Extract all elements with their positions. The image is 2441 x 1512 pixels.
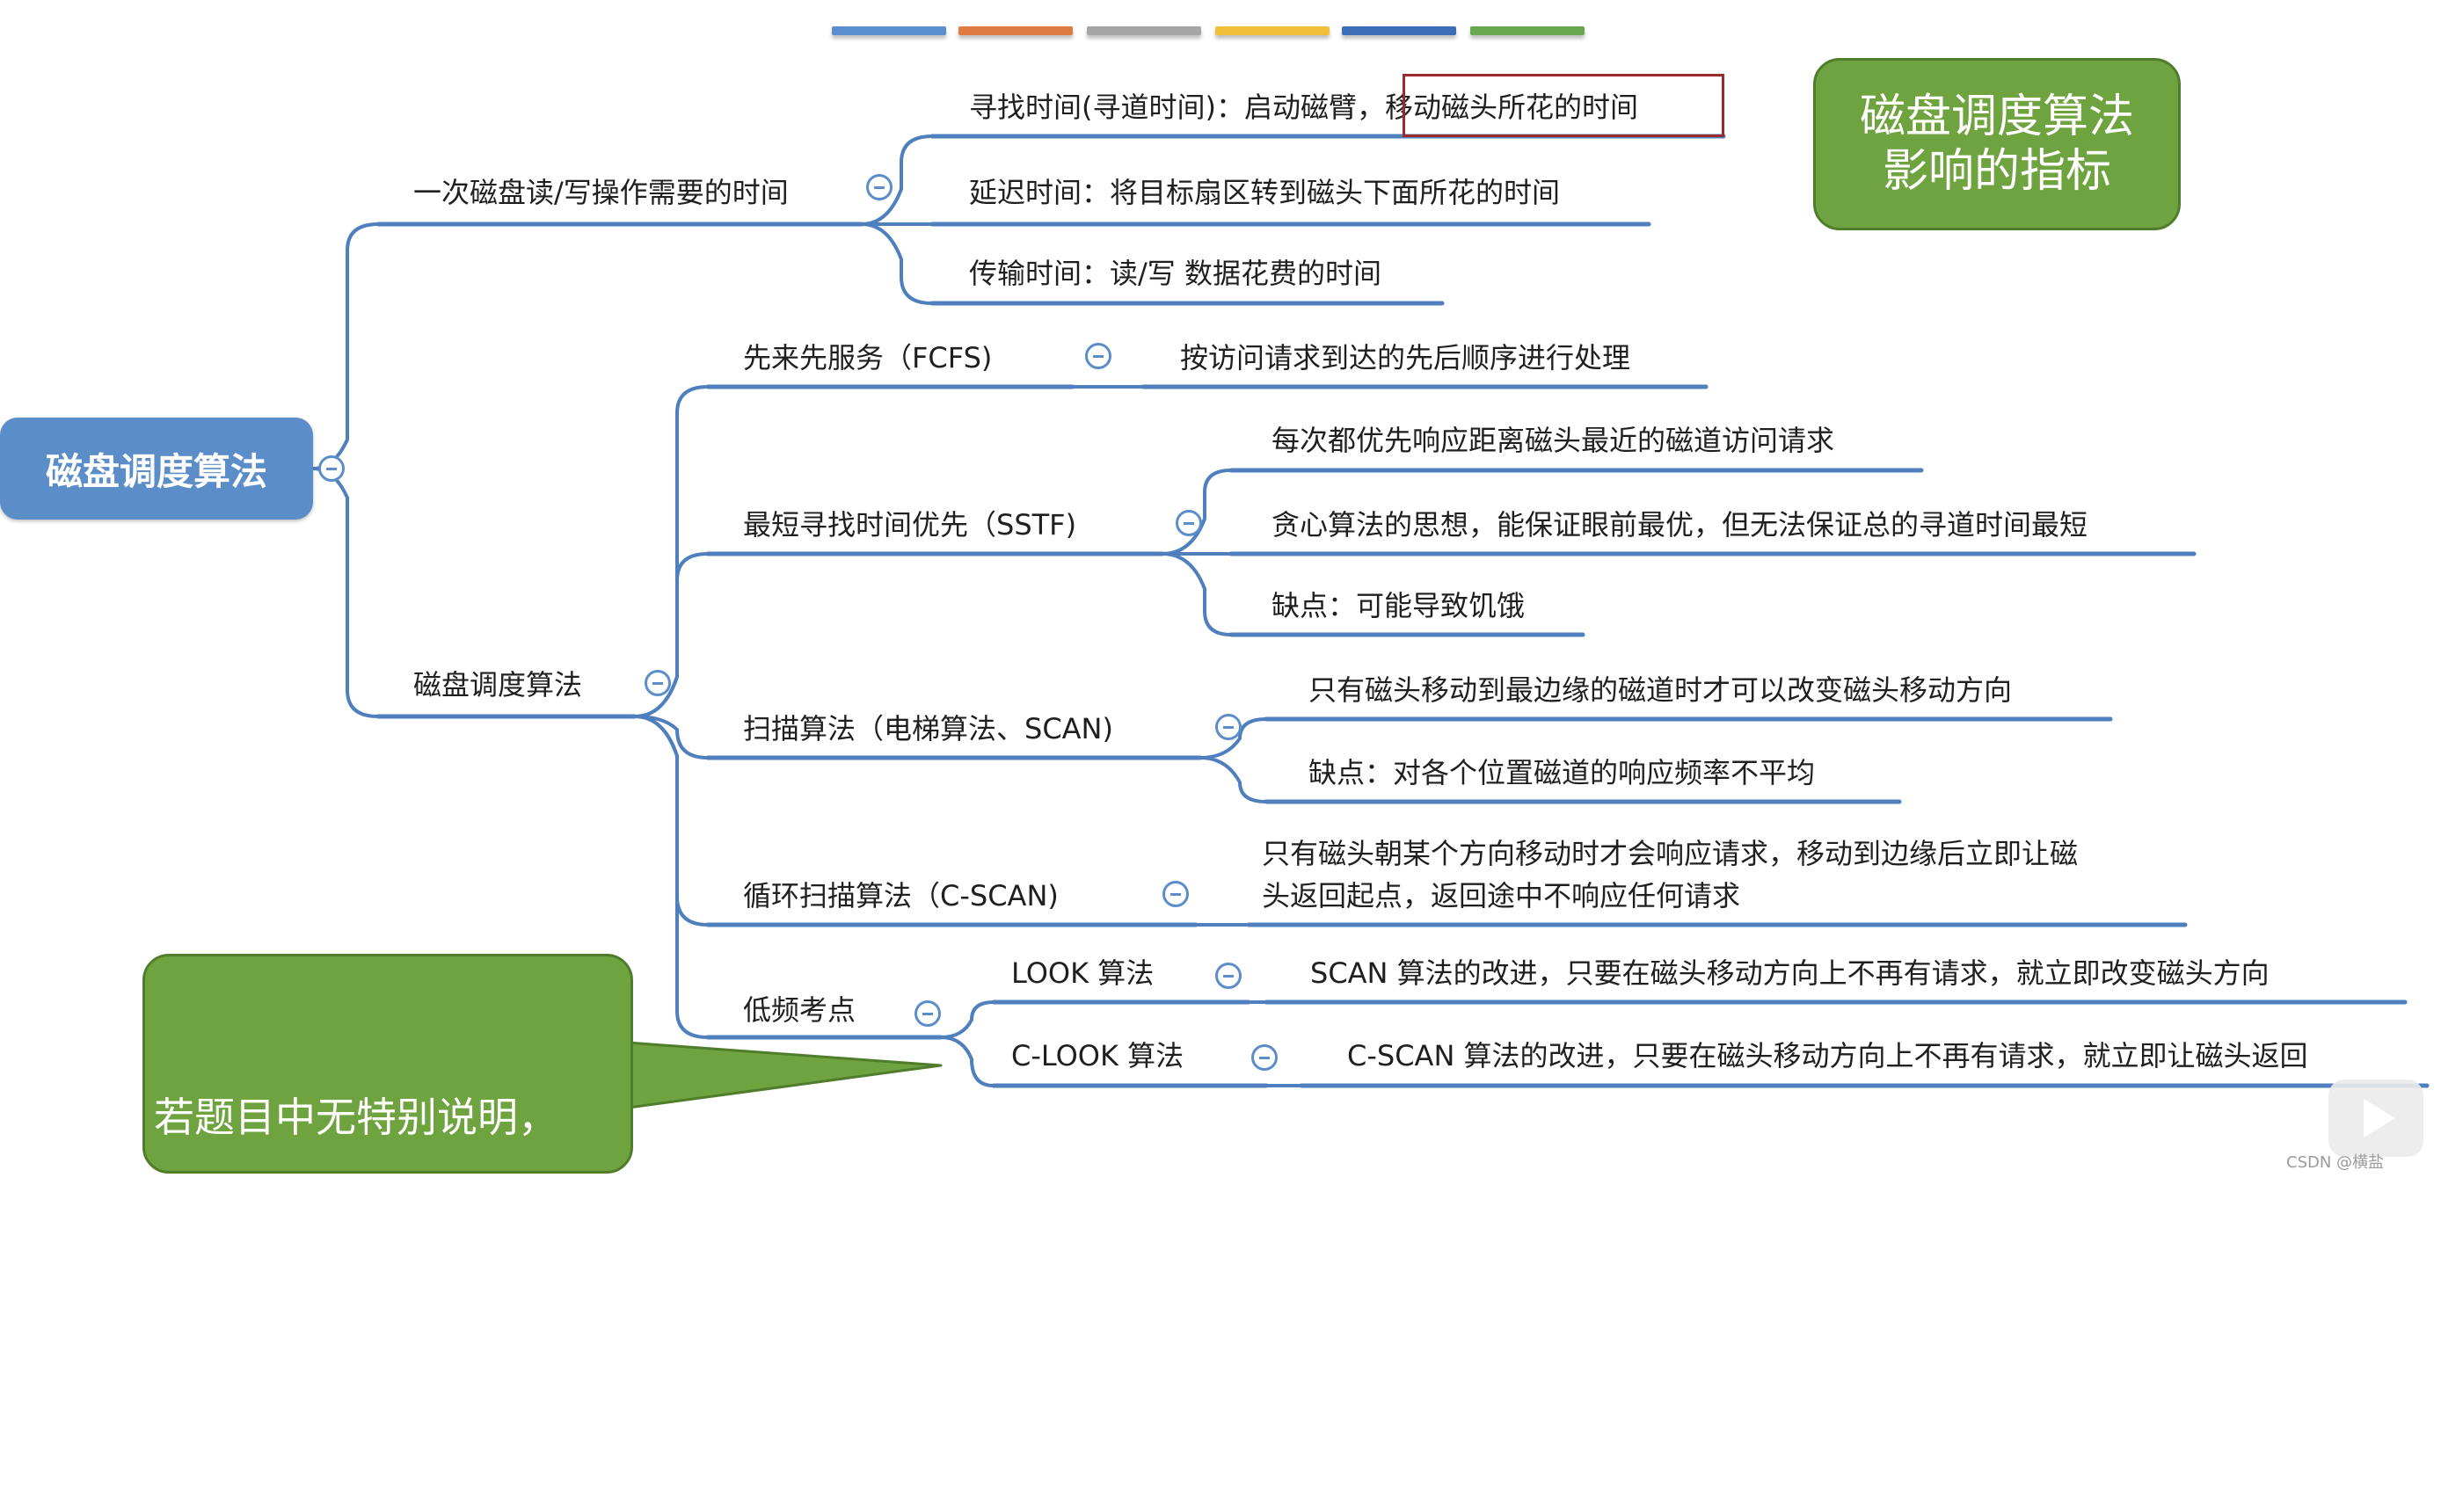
title-color-bar-1 xyxy=(832,26,946,35)
collapse-icon-cscan[interactable] xyxy=(1162,881,1189,907)
algo-lowfreq-label: 低频考点 xyxy=(743,993,856,1027)
clook-detail: C-SCAN 算法的改进，只要在磁头移动方向上不再有请求，就立即让磁头返回 xyxy=(1347,1039,2308,1072)
callout-metrics-line-1: 磁盘调度算法 xyxy=(1859,90,2134,143)
watermark: CSDN @横盐 xyxy=(2286,1153,2385,1172)
sstf-detail-2: 贪心算法的思想，能保证眼前最优，但无法保证总的寻道时间最短 xyxy=(1272,508,2088,542)
branch-time-label: 一次磁盘读/写操作需要的时间 xyxy=(413,176,789,209)
highlight-box xyxy=(1403,74,1724,137)
fcfs-detail: 按访问请求到达的先后顺序进行处理 xyxy=(1180,341,1631,374)
branch-algo-label: 磁盘调度算法 xyxy=(413,668,583,701)
latency-time-item: 延迟时间：将目标扇区转到磁头下面所花的时间 xyxy=(969,176,1561,209)
title-color-bar-4 xyxy=(1215,26,1330,35)
callout-metrics-line-2: 影响的指标 xyxy=(1882,145,2111,198)
algo-fcfs-label: 先来先服务（FCFS) xyxy=(743,341,993,374)
callout-note-line-2: 则SCAN 就是 LOOK， xyxy=(154,1250,588,1298)
root-label: 磁盘调度算法 xyxy=(45,449,267,493)
clook-label: C-LOOK 算法 xyxy=(1011,1039,1184,1072)
transfer-time-item: 传输时间：读/写 数据花费的时间 xyxy=(969,257,1381,290)
title-color-bar-2 xyxy=(958,26,1073,35)
algo-cscan-label: 循环扫描算法（C-SCAN) xyxy=(743,879,1059,912)
root-node[interactable]: 磁盘调度算法 xyxy=(0,418,313,520)
look-detail: SCAN 算法的改进，只要在磁头移动方向上不再有请求，就立即改变磁头方向 xyxy=(1310,956,2270,990)
collapse-icon-scan[interactable] xyxy=(1215,714,1242,740)
scan-detail-1: 只有磁头移动到最边缘的磁道时才可以改变磁头移动方向 xyxy=(1308,673,2013,707)
callout-note-line-1: 若题目中无特别说明， xyxy=(154,1093,558,1141)
sstf-detail-3: 缺点：可能导致饥饿 xyxy=(1272,589,1526,622)
look-label: LOOK 算法 xyxy=(1011,956,1155,990)
collapse-icon-clook[interactable] xyxy=(1251,1044,1278,1071)
title-color-bar-5 xyxy=(1342,26,1456,35)
algo-sstf-label: 最短寻找时间优先（SSTF) xyxy=(743,508,1077,542)
cscan-detail-line-1: 只有磁头朝某个方向移动时才会响应请求，移动到边缘后立即让磁 xyxy=(1262,837,2079,870)
seek-time-item: 寻找时间(寻道时间)：启动磁臂，移动磁头所花的时间 xyxy=(969,91,1638,124)
cscan-detail-line-2: 头返回起点，返回途中不响应任何请求 xyxy=(1262,879,1741,912)
callout-look-note: 若题目中无特别说明， 则SCAN 就是 LOOK， C-SCAN 就是C-LOO… xyxy=(142,954,633,1456)
collapse-icon-look[interactable] xyxy=(1215,963,1242,989)
collapse-icon-lowfreq[interactable] xyxy=(914,1000,941,1027)
sstf-detail-1: 每次都优先响应距离磁头最近的磁道访问请求 xyxy=(1272,424,1835,457)
title-color-bar-3 xyxy=(1087,26,1201,35)
seek-time-highlight: 移动磁头所花的时间 xyxy=(1384,91,1638,124)
collapse-icon-fcfs[interactable] xyxy=(1085,343,1111,369)
collapse-icon-root[interactable] xyxy=(318,455,345,482)
collapse-icon-sstf[interactable] xyxy=(1176,510,1202,536)
collapse-icon-time[interactable] xyxy=(866,174,893,200)
play-icon[interactable] xyxy=(2328,1079,2423,1157)
seek-time-prefix: 寻找时间(寻道时间)：启动磁臂， xyxy=(969,91,1385,124)
collapse-icon-algo[interactable] xyxy=(645,670,671,696)
scan-detail-2: 缺点：对各个位置磁道的响应频率不平均 xyxy=(1308,756,1816,789)
callout-metrics: 磁盘调度算法 影响的指标 xyxy=(1813,58,2181,230)
algo-scan-label: 扫描算法（电梯算法、SCAN) xyxy=(743,712,1113,745)
callout-note-line-3: C-SCAN 就是C-LOOK xyxy=(154,1408,597,1457)
title-color-bar-6 xyxy=(1470,26,1585,35)
